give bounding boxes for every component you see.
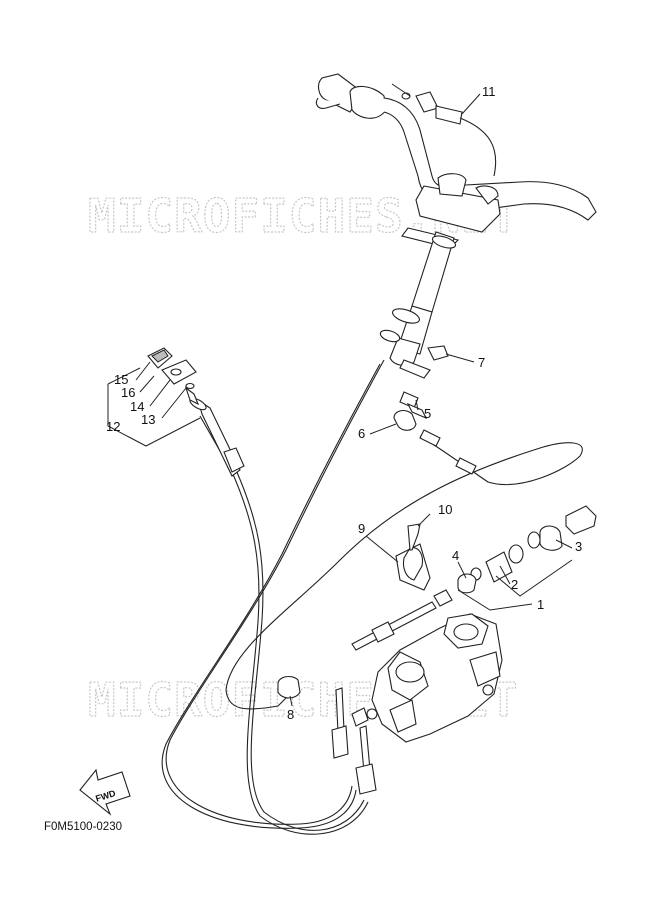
callout-13: 13 (141, 412, 155, 427)
callout-8: 8 (287, 707, 294, 722)
callout-12: 12 (106, 419, 120, 434)
diagram-code: F0M5100-0230 (44, 821, 122, 833)
callout-15: 15 (114, 372, 128, 387)
throttle-cable (165, 359, 385, 825)
callout-6: 6 (358, 426, 365, 441)
callout-14: 14 (130, 399, 144, 414)
fwd-arrow-icon: FWD (79, 768, 131, 816)
callout-16: 16 (121, 385, 135, 400)
callout-5: 5 (424, 406, 431, 421)
pump-body (366, 613, 503, 743)
choke-cable (203, 413, 365, 831)
loop-cable (225, 435, 583, 710)
callout-1: 1 (537, 597, 544, 612)
callout-11: 11 (482, 84, 496, 99)
callout-7: 7 (478, 355, 485, 370)
callout-10: 10 (438, 502, 452, 517)
callout-2: 2 (511, 577, 518, 592)
leader-lines (107, 83, 573, 707)
handlebar (315, 73, 597, 379)
callout-4: 4 (452, 548, 459, 563)
callout-9: 9 (358, 521, 365, 536)
callout-3: 3 (575, 539, 582, 554)
